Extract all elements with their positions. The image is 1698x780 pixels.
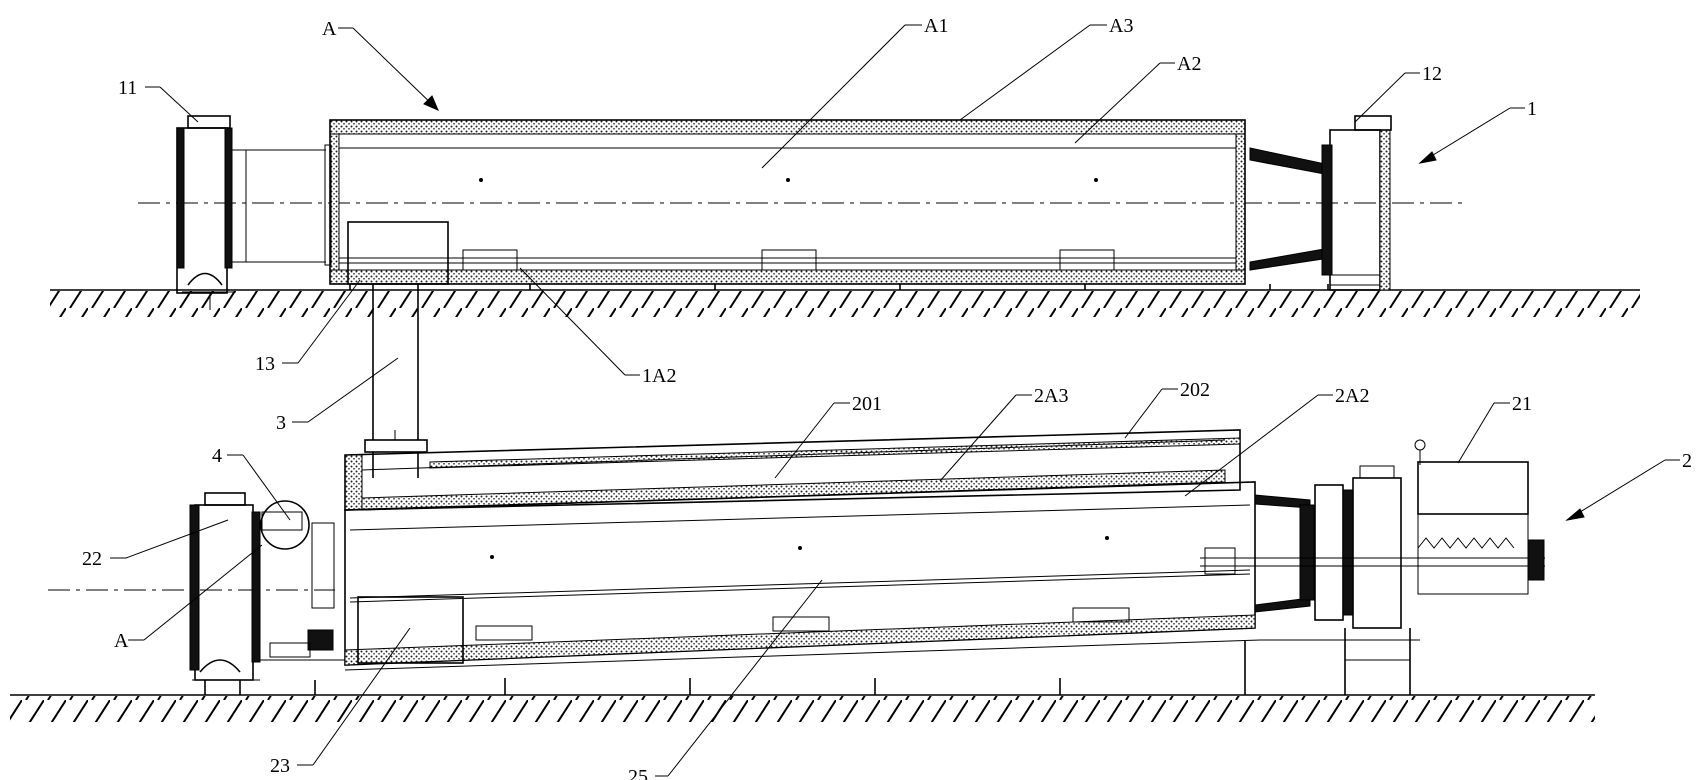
label-12: 12 xyxy=(1422,63,1442,85)
lower-ground xyxy=(10,694,1595,722)
label-A3: A3 xyxy=(1109,15,1133,37)
left-drive-parts xyxy=(260,511,345,661)
label-2A3: 2A3 xyxy=(1034,385,1068,407)
leader-lines xyxy=(110,24,1680,777)
label-3: 3 xyxy=(276,412,286,434)
label-23: 23 xyxy=(270,755,290,777)
feed-box-23 xyxy=(357,596,464,664)
label-4: 4 xyxy=(212,445,222,467)
label-25: 25 xyxy=(628,766,648,780)
label-A-top: A xyxy=(322,18,337,40)
upper-base-stands xyxy=(340,283,1329,290)
label-A1: A1 xyxy=(924,15,948,37)
lower-inner-supports xyxy=(475,607,1130,641)
duct-inlet xyxy=(364,430,428,478)
label-201: 201 xyxy=(852,393,882,415)
reference-labels: A A1 A3 A2 11 12 1 13 1A2 3 201 2A3 202 … xyxy=(82,15,1692,780)
lower-base-stands xyxy=(204,628,1420,695)
label-2A2: 2A2 xyxy=(1335,385,1369,407)
label-2: 2 xyxy=(1682,450,1692,472)
outer-jacket-202 xyxy=(344,429,1241,511)
lower-kiln-assembly xyxy=(10,429,1595,722)
label-21: 21 xyxy=(1512,393,1532,415)
label-11: 11 xyxy=(118,77,137,99)
upper-inner-supports xyxy=(462,249,1115,271)
right-end-hood-12 xyxy=(1249,115,1392,291)
label-1: 1 xyxy=(1527,98,1537,120)
label-202: 202 xyxy=(1180,379,1210,401)
label-A2: A2 xyxy=(1177,53,1201,75)
left-end-hood-22 xyxy=(189,492,261,681)
upper-kiln-assembly xyxy=(50,115,1640,440)
detail-circle-4 xyxy=(260,500,310,550)
label-A-bottom: A xyxy=(114,630,129,652)
label-1A2: 1A2 xyxy=(642,365,676,387)
left-end-hood-11 xyxy=(176,115,326,310)
inner-drum-201 xyxy=(344,481,1256,666)
label-22: 22 xyxy=(82,548,102,570)
transfer-duct-3 xyxy=(372,284,419,440)
hopper-21 xyxy=(1414,439,1545,595)
upper-ground xyxy=(50,289,1640,317)
right-drive-machinery xyxy=(1200,465,1545,629)
label-13: 13 xyxy=(255,353,275,375)
